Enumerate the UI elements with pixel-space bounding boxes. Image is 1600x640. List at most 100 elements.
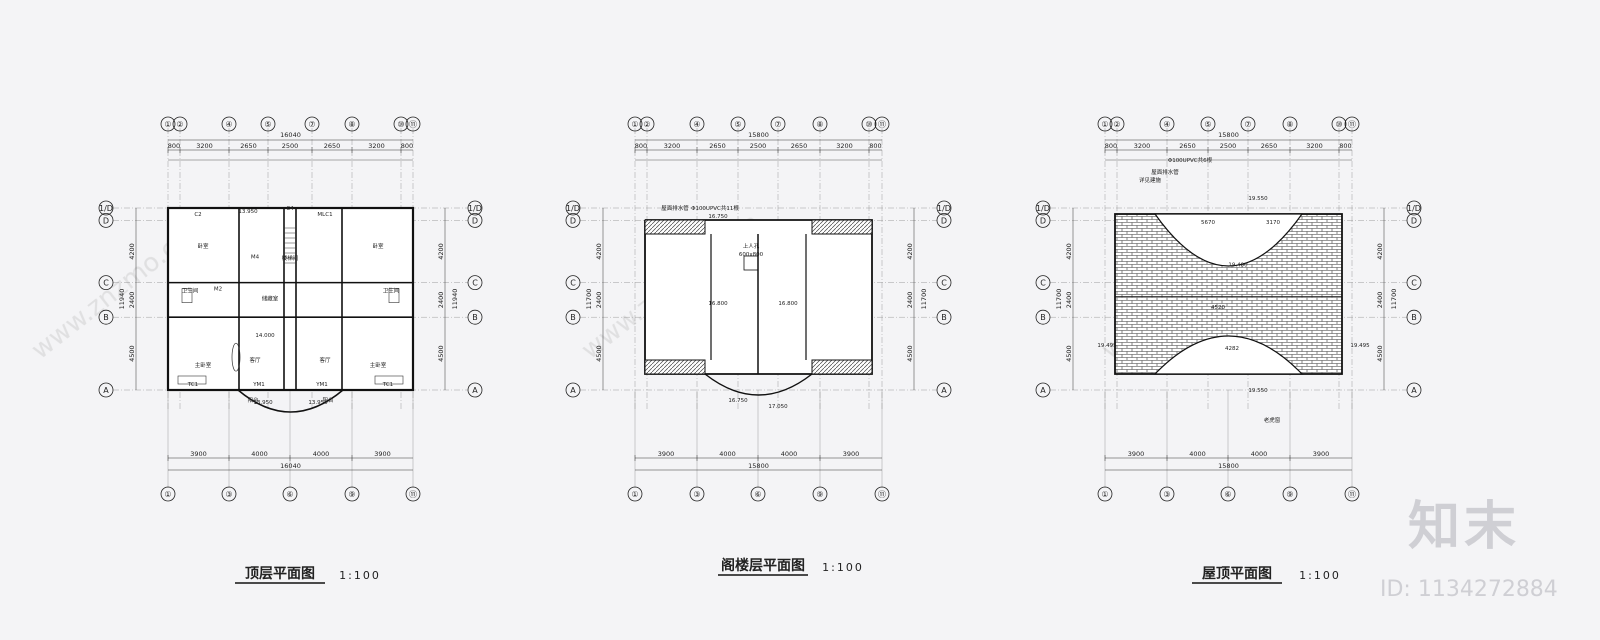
- axis-bubble: [1035, 275, 1051, 291]
- axis-label: ⑪: [878, 120, 886, 129]
- axis-label: ①: [631, 490, 638, 499]
- door-label: TC1: [187, 382, 198, 388]
- axis-label: A: [472, 386, 478, 395]
- axis-label: A: [570, 386, 576, 395]
- dim-side: 4200: [595, 243, 603, 260]
- axis-label: ⑨: [1286, 490, 1293, 499]
- axis-bubble: [467, 382, 483, 398]
- axis-bubble: [98, 309, 114, 325]
- axis-label: B: [1040, 313, 1046, 322]
- elevation: 19.495: [1097, 343, 1117, 349]
- axis-bubble: [627, 486, 643, 502]
- dim-top: 2650: [240, 142, 257, 150]
- axis-label: ⑦: [774, 120, 781, 129]
- room-label: 卫生间: [383, 287, 400, 295]
- dim-top: 800: [1105, 142, 1117, 150]
- dim-side-total: 11940: [451, 289, 459, 310]
- dim-bottom: 4000: [719, 450, 736, 458]
- axis-bubble: [98, 200, 114, 216]
- elevation: 13.950: [238, 209, 258, 215]
- dim-top: 3200: [836, 142, 853, 150]
- axis-label: B: [570, 313, 576, 322]
- axis-label: ③: [225, 490, 232, 499]
- axis-label: 1/D: [937, 204, 951, 213]
- axis-label: A: [1040, 386, 1046, 395]
- axis-label: B: [1411, 313, 1417, 322]
- bathtub: [181, 288, 193, 303]
- axis-label: ⑦: [308, 120, 315, 129]
- axis-bubble: [936, 200, 952, 216]
- axis-bubble: [874, 116, 890, 132]
- axis-bubble: [874, 486, 890, 502]
- dim-top: 2650: [1261, 142, 1278, 150]
- axis-label: ⑪: [1348, 490, 1356, 499]
- axis-bubble: [639, 116, 655, 132]
- axis-bubble: [282, 486, 298, 502]
- elevation: 19.495: [1350, 343, 1370, 349]
- axis-bubble: [221, 116, 237, 132]
- plan-scale: 1:100: [1299, 569, 1341, 582]
- axis-bubble: [405, 116, 421, 132]
- axis-label: D: [1040, 216, 1046, 225]
- axis-bubble: [1406, 382, 1422, 398]
- axis-label: 1/D: [1036, 204, 1050, 213]
- axis-label: A: [1411, 386, 1417, 395]
- dim-bottom: 3900: [190, 450, 207, 458]
- axis-label: D: [570, 216, 576, 225]
- axis-label: ⑪: [409, 490, 417, 499]
- elevation: 14.000: [255, 333, 275, 339]
- axis-label: B: [941, 313, 947, 322]
- axis-label: ⑧: [816, 120, 823, 129]
- axis-label: ⑨: [816, 490, 823, 499]
- axis-label: 1/D: [1407, 204, 1421, 213]
- axis-label: ⑧: [1286, 120, 1293, 129]
- axis-label: A: [941, 386, 947, 395]
- dim-top: 3200: [196, 142, 213, 150]
- axis-bubble: [98, 212, 114, 228]
- room-label: 阳台: [247, 396, 259, 404]
- axis-bubble: [936, 275, 952, 291]
- axis-bubble: [1035, 200, 1051, 216]
- elevation: 19.400: [1228, 263, 1248, 269]
- axis-label: ①: [1101, 490, 1108, 499]
- elevation: 13.950: [253, 400, 273, 406]
- dim-total-top: 16040: [280, 131, 301, 139]
- dim-side-total: 11700: [1390, 289, 1398, 310]
- window-box: [374, 375, 404, 385]
- dim-side: 2400: [906, 292, 914, 309]
- axis-bubble: [861, 116, 877, 132]
- door-label: YM1: [315, 382, 328, 388]
- eave-hatch: [644, 359, 706, 375]
- axis-label: ③: [693, 490, 700, 499]
- axis-label: ⑧: [348, 120, 355, 129]
- dim-top: 3200: [1306, 142, 1323, 150]
- inner-dim: 4282: [1225, 346, 1239, 352]
- dim-side: 4500: [128, 345, 136, 362]
- dim-bottom: 4000: [781, 450, 798, 458]
- note-label: Φ100UPVC共6根: [1168, 156, 1213, 164]
- axis-bubble: [1035, 212, 1051, 228]
- dim-side: 4200: [906, 243, 914, 260]
- eave-hatch: [811, 219, 873, 235]
- note-label: 详见建施: [1139, 176, 1162, 184]
- dim-bottom: 3900: [1128, 450, 1145, 458]
- door-label: C4: [286, 206, 294, 212]
- axis-label: ④: [693, 120, 700, 129]
- axis-label: 1/D: [99, 204, 113, 213]
- dim-top: 2500: [282, 142, 299, 150]
- room-label: 客厅: [249, 356, 261, 364]
- bathtub: [388, 288, 400, 303]
- axis-label: ①: [164, 120, 171, 129]
- axis-bubble: [1406, 275, 1422, 291]
- dim-side: 2400: [595, 292, 603, 309]
- inner-dim: 5670: [1201, 220, 1215, 226]
- axis-label: ④: [225, 120, 232, 129]
- axis-bubble: [812, 486, 828, 502]
- axis-bubble: [689, 116, 705, 132]
- axis-label: ②: [1113, 120, 1120, 129]
- dim-side: 4500: [1065, 345, 1073, 362]
- axis-bubble: [565, 200, 581, 216]
- note-label: 屋面排水管: [661, 204, 689, 212]
- axis-label: ⑪: [878, 490, 886, 499]
